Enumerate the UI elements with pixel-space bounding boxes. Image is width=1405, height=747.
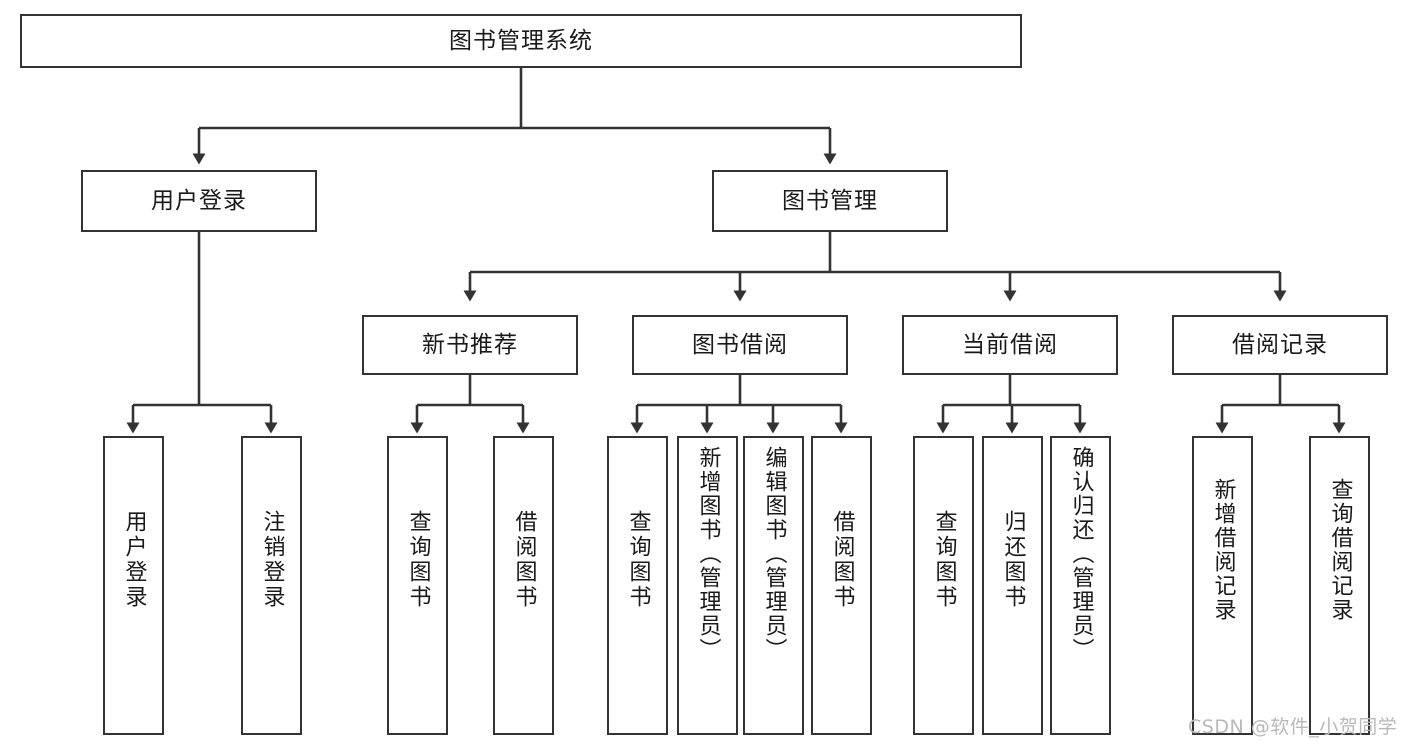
- node-book-borrow-label: 图书借阅: [692, 331, 788, 358]
- node-root-label: 图书管理系统: [449, 27, 593, 54]
- node-leaf-query-book-3[interactable]: 查询图书: [913, 436, 974, 735]
- node-current-borrow[interactable]: 当前借阅: [902, 315, 1118, 375]
- node-leaf-add-book-label: 新增图书（管理员）: [695, 446, 721, 662]
- node-leaf-query-record-label: 查询借阅记录: [1327, 478, 1353, 622]
- node-leaf-query-book-2-label: 查询图书: [625, 510, 651, 610]
- node-leaf-add-book[interactable]: 新增图书（管理员）: [677, 436, 738, 735]
- node-leaf-borrow-book-2-label: 借阅图书: [829, 510, 855, 610]
- node-leaf-add-record-label: 新增借阅记录: [1210, 478, 1236, 622]
- node-leaf-return-book-label: 归还图书: [1000, 510, 1026, 610]
- node-leaf-query-record[interactable]: 查询借阅记录: [1309, 436, 1370, 735]
- node-new-book-recommend-label: 新书推荐: [422, 331, 518, 358]
- node-leaf-user-login-label: 用户登录: [121, 510, 147, 610]
- node-borrow-record[interactable]: 借阅记录: [1172, 315, 1388, 375]
- node-book-management-label: 图书管理: [782, 187, 878, 214]
- node-leaf-borrow-book-1[interactable]: 借阅图书: [493, 436, 554, 735]
- node-leaf-confirm-return-label: 确认归还（管理员）: [1068, 446, 1094, 662]
- node-leaf-query-book-3-label: 查询图书: [931, 510, 957, 610]
- node-leaf-logout-label: 注销登录: [259, 510, 285, 610]
- node-leaf-query-book-2[interactable]: 查询图书: [607, 436, 668, 735]
- node-user-login-label: 用户登录: [151, 187, 247, 214]
- node-borrow-record-label: 借阅记录: [1232, 331, 1328, 358]
- node-book-borrow[interactable]: 图书借阅: [632, 315, 848, 375]
- node-leaf-add-record[interactable]: 新增借阅记录: [1192, 436, 1253, 735]
- node-leaf-logout[interactable]: 注销登录: [241, 436, 302, 735]
- node-leaf-edit-book-label: 编辑图书（管理员）: [761, 446, 787, 662]
- node-leaf-edit-book[interactable]: 编辑图书（管理员）: [743, 436, 804, 735]
- node-leaf-confirm-return[interactable]: 确认归还（管理员）: [1050, 436, 1111, 735]
- node-current-borrow-label: 当前借阅: [962, 331, 1058, 358]
- node-leaf-borrow-book-2[interactable]: 借阅图书: [811, 436, 872, 735]
- node-leaf-borrow-book-1-label: 借阅图书: [511, 510, 537, 610]
- node-book-management[interactable]: 图书管理: [712, 170, 948, 232]
- node-leaf-query-book-1[interactable]: 查询图书: [387, 436, 448, 735]
- node-user-login[interactable]: 用户登录: [81, 170, 317, 232]
- node-leaf-user-login[interactable]: 用户登录: [103, 436, 164, 735]
- node-root[interactable]: 图书管理系统: [20, 14, 1022, 68]
- csdn-watermark: CSDN @软件_小贺同学: [1188, 716, 1398, 738]
- node-leaf-query-book-1-label: 查询图书: [405, 510, 431, 610]
- node-leaf-return-book[interactable]: 归还图书: [982, 436, 1043, 735]
- node-new-book-recommend[interactable]: 新书推荐: [362, 315, 578, 375]
